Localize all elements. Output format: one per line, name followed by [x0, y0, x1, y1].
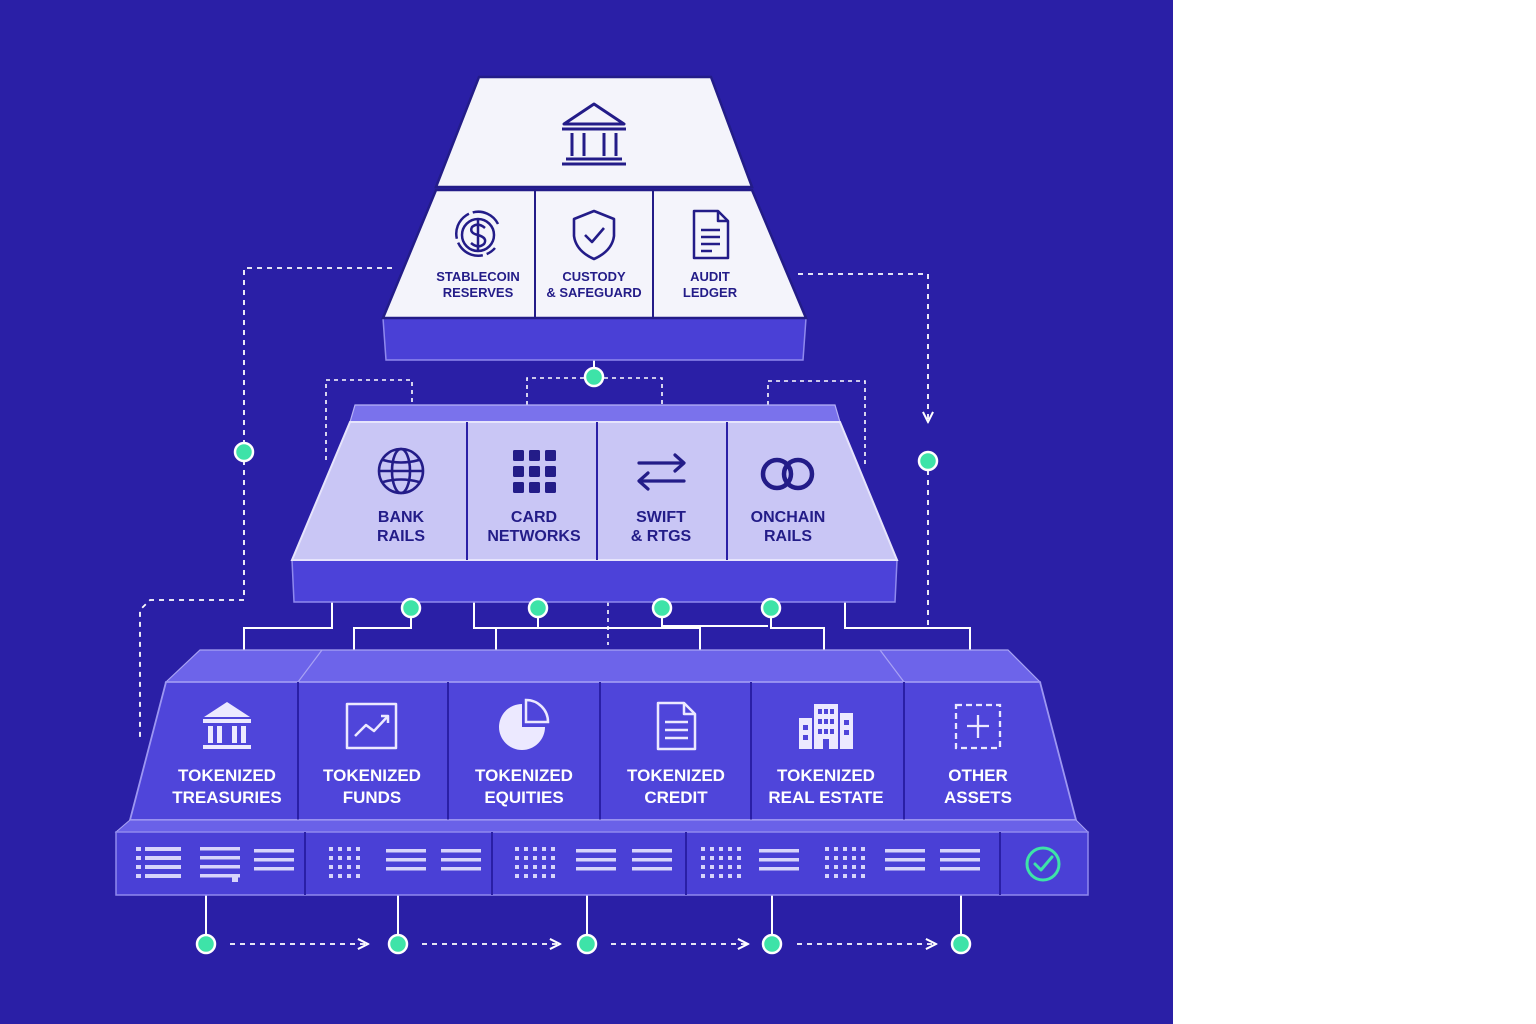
bottom-item-label-line1: TOKENIZED [627, 766, 725, 785]
bottom-item-tokenized-funds: TOKENIZED FUNDS [323, 702, 421, 807]
top-tier: STABLECOIN RESERVES CUSTODY & SAFEGUARD … [381, 75, 808, 361]
top-item-label-line2: RESERVES [443, 285, 514, 300]
top-item-label-line1: STABLECOIN [436, 269, 520, 284]
node-dot [387, 933, 409, 955]
left-dashed-connector [139, 267, 392, 740]
bottom-item-label-line2: REAL ESTATE [768, 788, 883, 807]
middle-item-label-line1: CARD [511, 509, 557, 526]
middle-item-label-line2: RAILS [377, 528, 425, 545]
middle-item-label-line2: RAILS [764, 528, 812, 545]
bottom-item-label-line2: TREASURIES [172, 788, 282, 807]
bottom-item-other-assets: OTHER ASSETS [944, 703, 1012, 807]
bar-stack-glyph [759, 849, 799, 871]
right-dashed-connector [798, 273, 928, 422]
bottom-item-label-line1: TOKENIZED [178, 766, 276, 785]
middle-item-onchain-rails: ONCHAIN RAILS [751, 457, 826, 545]
top-bank-icon [562, 102, 626, 166]
node-dot [761, 933, 783, 955]
dot-grid-glyph [515, 847, 555, 878]
middle-item-card-networks: CARD NETWORKS [487, 450, 581, 545]
bottom-item-label-line2: EQUITIES [484, 788, 563, 807]
bottom-item-label-line2: ASSETS [944, 788, 1012, 807]
middle-item-label-line1: ONCHAIN [751, 509, 826, 526]
bottom-item-label-line1: TOKENIZED [777, 766, 875, 785]
node-dot [651, 597, 673, 619]
middle-item-label-line2: NETWORKS [487, 528, 581, 545]
pie-chart-icon [499, 698, 550, 750]
bottom-item-tokenized-equities: TOKENIZED EQUITIES [475, 698, 573, 807]
plus-box-icon [954, 703, 1002, 750]
middle-item-label-line1: BANK [378, 509, 425, 526]
node-dot [195, 933, 217, 955]
top-item-audit-ledger: AUDIT LEDGER [683, 209, 738, 300]
bar-stack-glyph [940, 849, 980, 871]
middle-item-swift-rtgs: SWIFT & RTGS [631, 453, 692, 545]
node-dot [950, 933, 972, 955]
bank-icon [203, 702, 251, 749]
grid-icon [513, 450, 556, 493]
middle-tier: BANK RAILS CARD NETWORKS [290, 404, 899, 603]
shield-check-icon [572, 209, 616, 261]
bottom-item-label-line1: TOKENIZED [323, 766, 421, 785]
list-glyph [136, 847, 181, 878]
bar-stack-glyph [200, 847, 240, 878]
document-icon [656, 701, 697, 751]
top-item-label-line2: & SAFEGUARD [546, 285, 641, 300]
bar-stack-glyph [885, 849, 925, 871]
top-item-custody-safeguard: CUSTODY & SAFEGUARD [546, 209, 642, 300]
bar-stack-glyph [386, 849, 426, 871]
document-icon [692, 209, 730, 260]
dot-grid-glyph [825, 847, 865, 878]
node-dot [233, 441, 255, 463]
bottom-item-label-line2: CREDIT [644, 788, 708, 807]
node-dot [917, 450, 939, 472]
node-dot [400, 597, 422, 619]
linked-rings-icon [760, 457, 815, 491]
bar-stack-glyph [441, 849, 481, 871]
base-strip-glyphs [136, 847, 980, 882]
diagram-canvas: STABLECOIN RESERVES CUSTODY & SAFEGUARD … [0, 0, 1173, 1024]
bottom-item-tokenized-treasuries: TOKENIZED TREASURIES [172, 702, 282, 807]
dot-grid-glyph [329, 847, 360, 878]
swap-arrows-icon [637, 453, 686, 491]
buildings-icon [799, 704, 853, 749]
top-item-label-line1: CUSTODY [562, 269, 626, 284]
bottom-item-tokenized-real-estate: TOKENIZED REAL ESTATE [768, 704, 884, 807]
check-circle-icon [1025, 846, 1061, 882]
bottom-item-tokenized-credit: TOKENIZED CREDIT [627, 701, 725, 807]
top-item-label-line1: AUDIT [690, 269, 730, 284]
node-dot [527, 597, 549, 619]
bottom-item-label-line1: TOKENIZED [475, 766, 573, 785]
line-chart-icon [345, 702, 398, 750]
top-item-label-line2: LEDGER [683, 285, 738, 300]
middle-item-bank-rails: BANK RAILS [377, 447, 425, 545]
dot-grid-glyph [701, 847, 741, 878]
bar-stack-glyph [576, 849, 616, 871]
bottom-tier: TOKENIZED TREASURIES TOKENIZED FUNDS TOK… [128, 649, 1078, 821]
node-dot [760, 597, 782, 619]
middle-item-label-line2: & RTGS [631, 528, 692, 545]
top-item-stablecoin-reserves: STABLECOIN RESERVES [436, 210, 520, 300]
middle-item-label-line1: SWIFT [636, 509, 686, 526]
globe-icon [377, 447, 425, 495]
bottom-item-label-line1: OTHER [948, 766, 1008, 785]
base-strip [114, 819, 1090, 896]
bar-stack-glyph [632, 849, 672, 871]
dollar-coin-icon [455, 210, 500, 257]
node-dot [576, 933, 598, 955]
node-dot [583, 366, 605, 388]
pyramid-diagram: STABLECOIN RESERVES CUSTODY & SAFEGUARD … [114, 75, 1090, 955]
bar-stack-glyph [254, 849, 294, 871]
node-dots [195, 366, 972, 955]
bottom-item-label-line2: FUNDS [343, 788, 402, 807]
